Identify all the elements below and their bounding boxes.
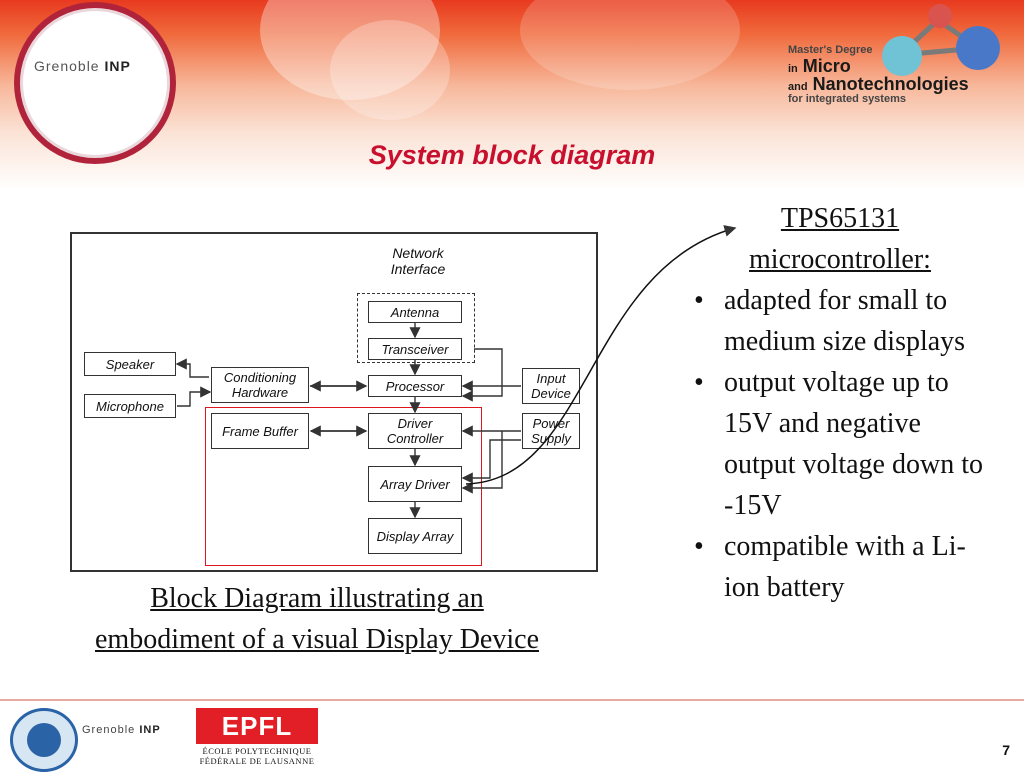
feature-item-1: adapted for small to medium size display… (690, 280, 990, 362)
epfl-line2: FÉDÉRALE DE LAUSANNE (199, 756, 315, 766)
masters-nano: Nanotechnologies (812, 74, 969, 95)
logo-grenoble-word: Grenoble (34, 58, 100, 74)
feature-list: adapted for small to medium size display… (690, 280, 990, 608)
frame-buffer-block: Frame Buffer (211, 413, 309, 449)
footer-divider (0, 699, 1024, 701)
feature-item-3: compatible with a Li-ion battery (690, 526, 990, 608)
display-array-block: Display Array (368, 518, 462, 554)
epfl-logo: EPFL (196, 708, 318, 744)
diagram-caption: Block Diagram illustrating an embodiment… (95, 583, 539, 655)
footer-inp-word: INP (139, 724, 161, 736)
input-device-block: Input Device (522, 368, 580, 404)
logo-inp-word: INP (104, 58, 131, 74)
masters-in: in (788, 62, 798, 75)
masters-line4: for integrated systems (788, 93, 906, 106)
power-supply-block: Power Supply (522, 413, 580, 449)
highlighted-region (205, 407, 482, 566)
masters-degree-logo: Master's Degree in Micro and Nanotechnol… (788, 44, 969, 106)
feature-item-2: output voltage up to 15V and negative ou… (690, 362, 990, 526)
masters-line1: Master's Degree (788, 44, 873, 56)
network-interface-label: Network Interface (390, 245, 446, 277)
conditioning-hardware-block: Conditioning Hardware (211, 367, 309, 403)
masters-micro: Micro (802, 55, 851, 76)
array-driver-block: Array Driver (368, 466, 462, 502)
footer-grenoble-inp-logo: Grenoble INP (82, 724, 161, 736)
microcontroller-title: TPS65131 microcontroller: (749, 203, 931, 275)
antenna-block: Antenna (368, 301, 462, 323)
microphone-block: Microphone (84, 394, 176, 418)
footer-grenoble-word: Grenoble (82, 724, 136, 736)
driver-controller-block: Driver Controller (368, 413, 462, 449)
processor-block: Processor (368, 375, 462, 397)
transceiver-block: Transceiver (368, 338, 462, 360)
speaker-block: Speaker (84, 352, 176, 376)
epfl-subtitle: ÉCOLE POLYTECHNIQUE FÉDÉRALE DE LAUSANNE (192, 746, 322, 766)
university-seal-logo (10, 708, 78, 772)
page-number: 7 (1002, 742, 1010, 758)
slide-title: System block diagram (368, 140, 656, 170)
masters-and: and (788, 81, 808, 94)
epfl-line1: ÉCOLE POLYTECHNIQUE (202, 746, 312, 756)
grenoble-inp-logo (14, 2, 176, 164)
grenoble-inp-logo-text: Grenoble INP (34, 58, 131, 74)
